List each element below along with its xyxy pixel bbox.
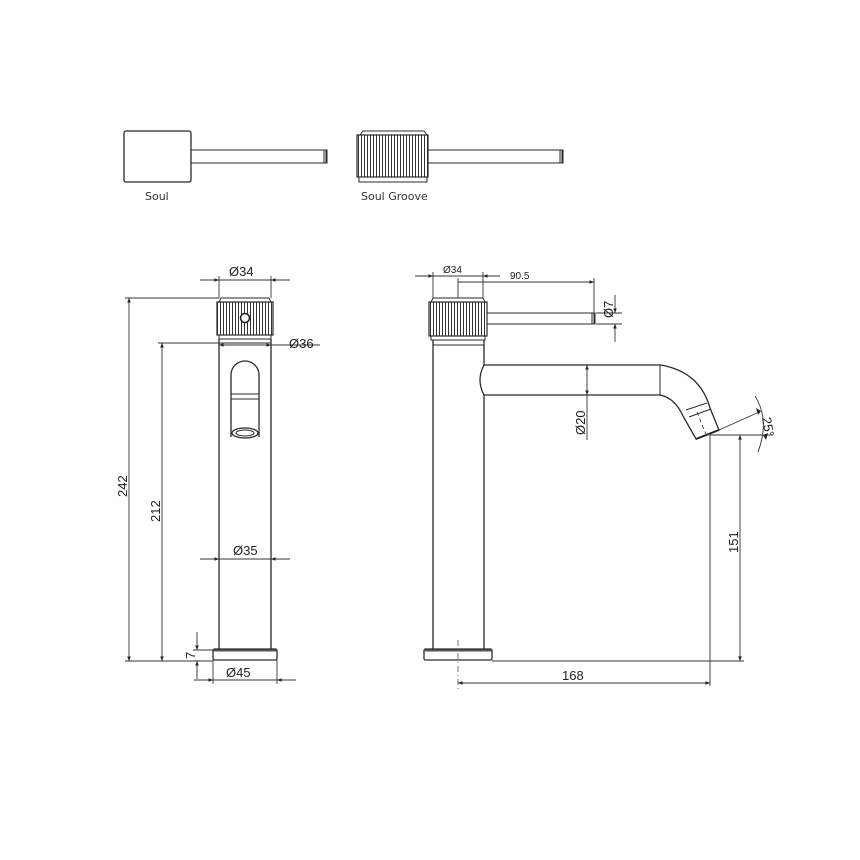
front-dim-overall-height: 242 <box>115 475 130 497</box>
front-dim-base-diameter: Ø45 <box>226 665 251 680</box>
front-dim-handle-diameter: Ø34 <box>229 264 254 279</box>
front-dim-body-top-diameter: Ø36 <box>289 336 314 351</box>
side-view: Ø34 90.5 Ø7 Ø20 25° 151 168 <box>415 265 777 690</box>
front-dim-body-diameter: Ø35 <box>233 543 258 558</box>
front-dim-body-height: 212 <box>148 500 163 522</box>
handle-option-soul <box>123 130 328 183</box>
front-dim-base-height: 7 <box>183 652 198 659</box>
side-dim-spout-diameter: Ø20 <box>573 410 588 435</box>
side-dim-spout-angle: 25° <box>759 416 777 438</box>
handle-option-soul-groove <box>356 130 564 183</box>
front-view: Ø34 Ø36 Ø35 Ø45 242 212 7 <box>115 264 320 684</box>
handle-label-soul-groove: Soul Groove <box>361 190 428 203</box>
side-dim-outlet-height: 151 <box>726 531 741 553</box>
side-dim-lever-diameter: Ø7 <box>601 301 616 318</box>
handle-label-soul: Soul <box>145 190 169 203</box>
side-dim-spout-reach: 168 <box>562 668 584 683</box>
side-dim-handle-diameter: Ø34 <box>443 265 462 276</box>
side-dim-lever-length: 90.5 <box>510 271 530 282</box>
